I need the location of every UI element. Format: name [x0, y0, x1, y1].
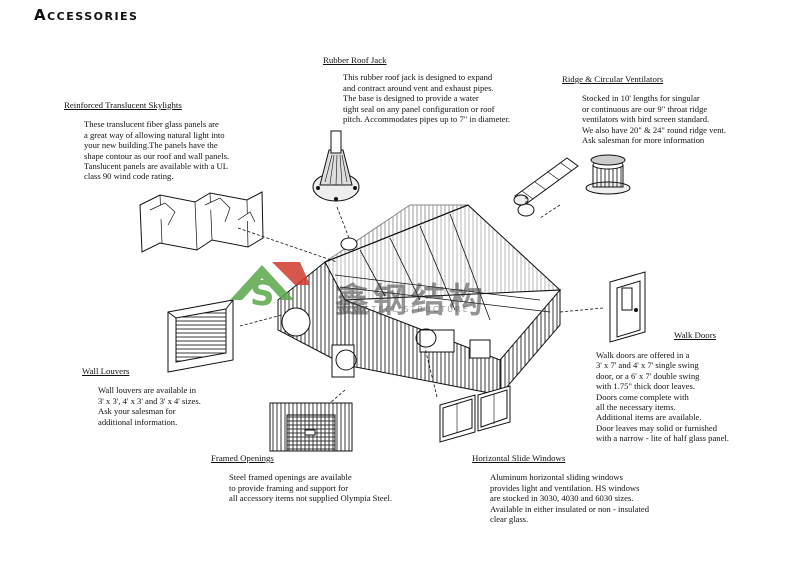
skylight-panel-drawing: [139, 191, 264, 253]
body-line: These translucent fiber glass panels are: [84, 119, 219, 130]
body-line: ventilators with bird screen standard.: [582, 114, 710, 125]
callout-heading: Horizontal Slide Windows: [472, 453, 566, 463]
body-line: provides light and ventilation. HS windo…: [490, 482, 640, 493]
body-line: all the necessary items.: [596, 402, 676, 413]
body-line: Ask your salesman for: [98, 406, 176, 417]
callout-heading: Wall Louvers: [82, 366, 130, 376]
callout-body: Walk doors are offered in a 3' x 7' and …: [596, 350, 729, 444]
body-line: We also have 20" & 24" round ridge vent.: [582, 124, 727, 135]
callout-skylights: Reinforced Translucent Skylights These t…: [64, 100, 229, 182]
ridge-vent-drawing: [513, 157, 579, 206]
body-line: Steel framed openings are available: [229, 472, 352, 483]
watermark-logo: S: [230, 262, 310, 314]
callout-body: This rubber roof jack is designed to exp…: [343, 72, 510, 124]
body-line: are stocked in 3030, 4030 and 6030 sizes…: [490, 493, 634, 504]
callout-heading: Framed Openings: [211, 453, 274, 463]
walk-door-drawing: [609, 271, 646, 343]
body-line: additional information.: [98, 416, 178, 427]
body-line: and contract around vent and exhaust pip…: [343, 82, 494, 93]
body-line: all accessory items not supplied Olympia…: [229, 493, 393, 504]
body-line: Wall louvers are available in: [98, 385, 197, 396]
body-line: The base is designed to provide a water: [343, 93, 479, 104]
steel-building: [277, 203, 562, 397]
callout-body: Aluminum horizontal sliding windows prov…: [490, 472, 649, 524]
circular-vent-drawing: [585, 154, 631, 195]
body-line: pitch. Accommodates pipes up to 7" in di…: [343, 114, 510, 125]
slide-window-drawing: [439, 385, 511, 443]
body-line: to provide framing and support for: [229, 482, 349, 493]
callout-heading: Ridge & Circular Ventilators: [562, 74, 664, 84]
callout-body: These translucent fiber glass panels are…: [84, 119, 229, 181]
callout-heading: Rubber Roof Jack: [323, 55, 387, 65]
callout-heading: Reinforced Translucent Skylights: [64, 100, 182, 110]
body-line: Stocked in 10' lengths for singular: [582, 93, 700, 104]
svg-text:S: S: [250, 274, 275, 314]
body-line: This rubber roof jack is designed to exp…: [343, 72, 493, 83]
callout-walk-doors-body: Walk doors are offered in a 3' x 7' and …: [596, 350, 729, 444]
body-line: Ask salesman for more information: [582, 135, 705, 146]
body-line: with 1.75" thick door leaves.: [596, 381, 695, 392]
body-line: with a narrow - lite of half glass panel…: [596, 433, 729, 444]
body-line: clear glass.: [490, 514, 529, 525]
callout-rubber-roof-jack: Rubber Roof Jack This rubber roof jack i…: [323, 55, 510, 124]
body-line: or continuous are our 9" throat ridge: [582, 103, 708, 114]
body-line: class 90 wind code rating.: [84, 171, 174, 182]
body-line: 3' x 7' and 4' x 7' single swing: [596, 360, 699, 371]
body-line: door, or a 6' x 7' double swing: [596, 370, 700, 381]
body-line: tight seal on any panel configuration or…: [343, 103, 495, 114]
callout-body: Steel framed openings are available to p…: [229, 472, 392, 503]
body-line: shape contour as our roof and wall panel…: [84, 150, 230, 161]
callout-walk-doors: Walk Doors: [674, 330, 716, 349]
body-line: Walk doors are offered in a: [596, 350, 690, 360]
callout-body: Stocked in 10' lengths for singular or c…: [582, 93, 726, 145]
watermark-chinese: 鑫钢结构: [335, 281, 487, 321]
body-line: Additional items are available.: [596, 412, 702, 423]
callout-heading: Walk Doors: [674, 330, 717, 340]
body-line: 3' x 3', 4' x 3' and 3' x 4' sizes.: [98, 395, 201, 406]
callout-ridge-ventilators: Ridge & Circular Ventilators Stocked in …: [562, 74, 726, 145]
body-line: Door leaves may solid or furnished: [596, 422, 718, 433]
page-title: Accessories: [34, 6, 139, 24]
body-line: Tanslucent panels are available with a U…: [84, 161, 228, 172]
body-line: Available in either insulated or non - i…: [490, 503, 650, 514]
leader-lines: [237, 196, 604, 404]
roof-jack-drawing: [312, 130, 360, 202]
callout-slide-windows: Horizontal Slide Windows Aluminum horizo…: [472, 453, 649, 524]
body-line: a great way of allowing natural light in…: [84, 129, 225, 140]
body-line: Doors come complete with: [596, 391, 689, 402]
body-line: your new building.The panels have the: [84, 140, 218, 151]
wall-louver-drawing: [167, 299, 234, 373]
callout-body: Wall louvers are available in 3' x 3', 4…: [98, 385, 201, 427]
body-line: Aluminum horizontal sliding windows: [490, 472, 623, 483]
callout-framed-openings: Framed Openings Steel framed openings ar…: [211, 453, 392, 504]
callout-wall-louvers: Wall Louvers Wall louvers are available …: [82, 366, 201, 427]
watermark-english: XIN STEEL STRUCTURE: [340, 305, 470, 314]
framed-opening-drawing: [269, 402, 353, 452]
